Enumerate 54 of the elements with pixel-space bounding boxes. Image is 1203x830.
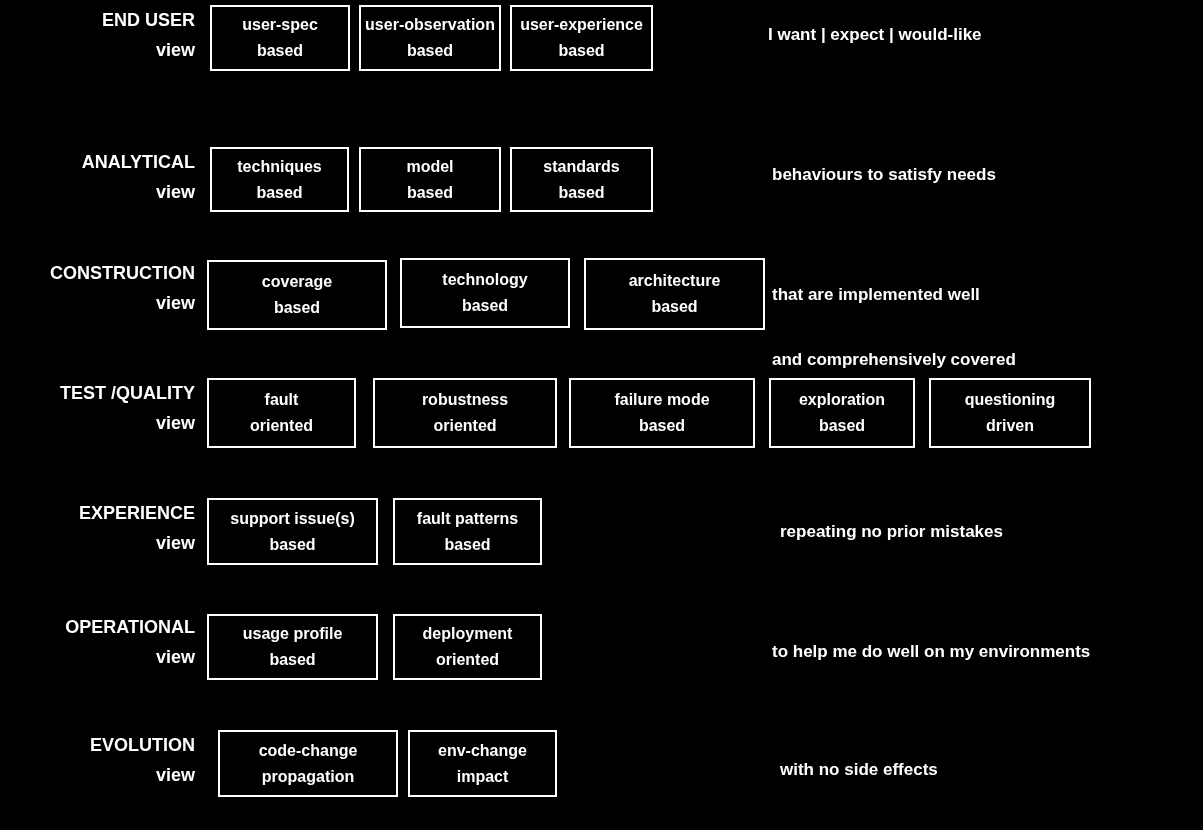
category-box	[408, 730, 557, 797]
category-box	[400, 258, 570, 328]
goal-note: I want | expect | would-like	[768, 25, 982, 45]
view-heading: END USER view	[101, 9, 195, 62]
category-text: user-experience based	[519, 15, 644, 61]
category-text: failure mode based	[613, 390, 711, 436]
view-heading: OPERATIONAL view	[64, 616, 195, 669]
category-box	[207, 378, 356, 448]
category-text: architecture based	[627, 271, 722, 317]
category-box	[373, 378, 557, 448]
category-text: technology based	[441, 270, 529, 316]
category-text: usage profile based	[241, 624, 344, 670]
category-box	[210, 147, 349, 212]
goal-note: repeating no prior mistakes	[780, 522, 1003, 542]
category-box	[210, 5, 350, 71]
category-box	[510, 147, 653, 212]
category-text: questioning driven	[963, 390, 1057, 436]
category-text: robustness oriented	[420, 390, 510, 436]
category-text: deployment oriented	[421, 624, 514, 670]
category-box	[510, 5, 653, 71]
category-text: fault oriented	[248, 390, 315, 436]
category-text: coverage based	[260, 272, 334, 318]
category-text: user-spec based	[241, 15, 319, 61]
category-text: code-change propagation	[257, 740, 359, 787]
goal-note: behaviours to satisfy needs	[772, 165, 996, 185]
category-box	[218, 730, 398, 797]
category-box	[359, 5, 501, 71]
view-heading: EXPERIENCE view	[77, 502, 195, 555]
category-box	[207, 260, 387, 330]
goal-note: that are implemented well	[772, 285, 980, 305]
view-heading: TEST /QUALITY view	[59, 382, 195, 435]
view-heading: ANALYTICAL view	[80, 151, 195, 204]
category-text: env-change impact	[437, 740, 528, 787]
category-box	[207, 498, 378, 565]
category-text: techniques based	[236, 156, 323, 203]
category-text: exploration based	[797, 390, 887, 436]
category-box	[569, 378, 755, 448]
category-text: user-observation based	[364, 15, 496, 61]
category-box	[769, 378, 915, 448]
view-heading: CONSTRUCTION view	[49, 262, 195, 315]
category-box	[393, 614, 542, 680]
goal-note: with no side effects	[780, 760, 938, 780]
category-text: fault patterns based	[415, 508, 520, 555]
category-box	[584, 258, 765, 330]
category-text: model based	[405, 156, 455, 203]
goal-note: to help me do well on my environments	[772, 642, 1091, 662]
category-text: standards based	[542, 156, 621, 203]
view-heading: EVOLUTION view	[89, 734, 195, 787]
category-box	[359, 147, 501, 212]
category-text: support issue(s) based	[229, 508, 356, 555]
goal-note: and comprehensively covered	[772, 350, 1016, 370]
category-box	[393, 498, 542, 565]
category-box	[207, 614, 378, 680]
category-box	[929, 378, 1091, 448]
